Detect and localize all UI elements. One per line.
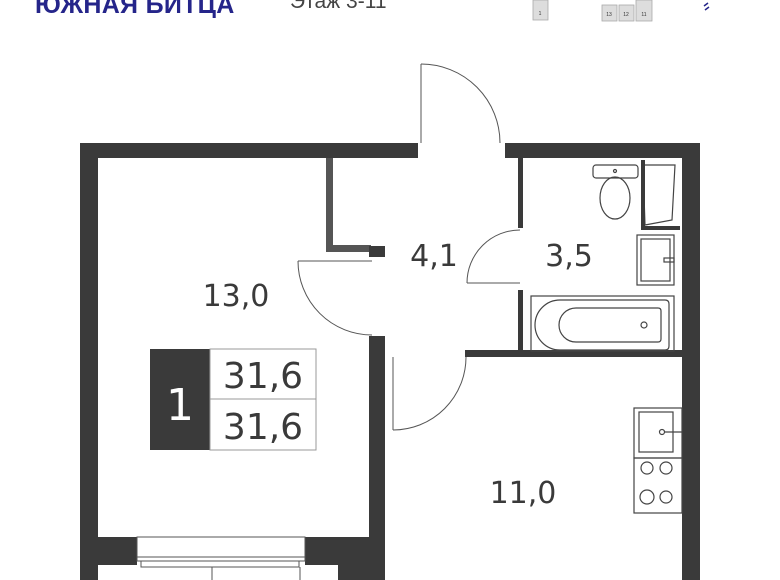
- rooms-count: 1: [166, 380, 194, 431]
- living-area: 31,6: [223, 407, 303, 448]
- kitchen-fixtures: [633, 407, 683, 514]
- section-label: 11: [641, 12, 646, 18]
- floor-label: Этаж 3-11: [290, 0, 387, 13]
- compass-icon: [703, 2, 710, 11]
- kitchen-area: 11,0: [490, 476, 557, 511]
- living-room-area: 13,0: [203, 279, 270, 314]
- section-12[interactable]: [618, 4, 635, 22]
- area-summary: 1 31,6 31,6: [150, 348, 317, 451]
- bathtub-icon: [530, 295, 675, 352]
- section-label: 12: [623, 12, 629, 18]
- section-label: 1: [539, 11, 542, 17]
- section-1[interactable]: [532, 0, 549, 21]
- doors: [297, 63, 521, 431]
- section-label: 13: [606, 12, 612, 18]
- section-13[interactable]: [601, 4, 618, 22]
- bathroom-area: 3,5: [545, 239, 593, 274]
- bathroom-door: [466, 229, 521, 284]
- building-section-map: [532, 0, 653, 22]
- toilet-icon: [592, 164, 639, 220]
- kitchen-door: [392, 356, 467, 431]
- total-area: 31,6: [223, 356, 303, 397]
- stove-icon: [633, 457, 683, 514]
- walls: [80, 143, 700, 580]
- hall-area: 4,1: [410, 239, 458, 274]
- bathroom-fixtures: [530, 160, 680, 352]
- section-11[interactable]: [635, 0, 653, 22]
- kitchen-sink-icon: [633, 407, 683, 459]
- brand-logo-text: ЮЖНАЯ БИТЦА: [35, 0, 235, 19]
- entrance-door: [420, 63, 501, 144]
- window: [136, 536, 306, 580]
- sink-icon: [636, 234, 675, 286]
- shower-icon: [642, 164, 676, 226]
- living-room-door: [297, 260, 373, 336]
